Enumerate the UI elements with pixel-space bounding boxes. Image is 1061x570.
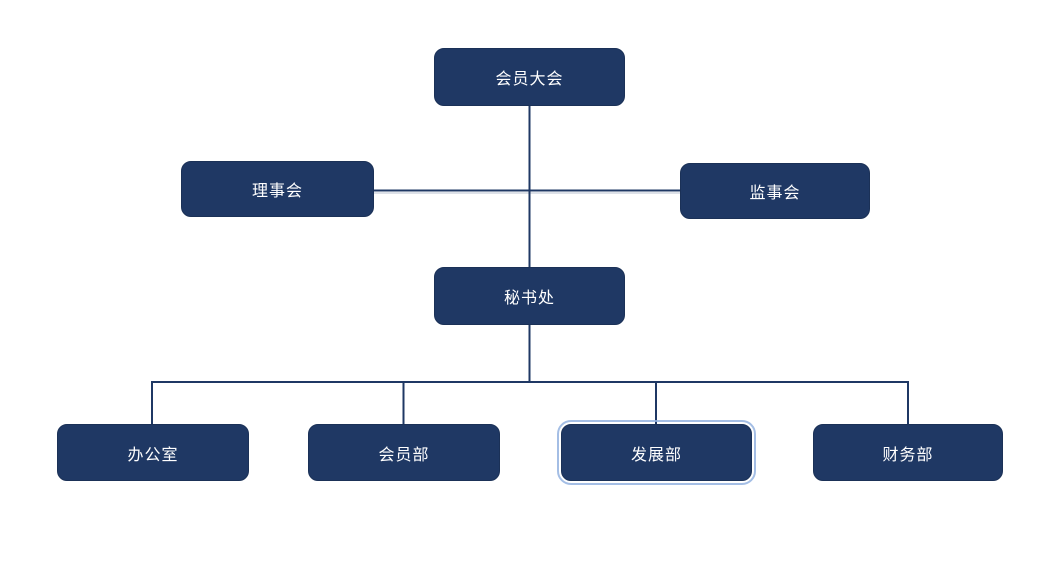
node-board-of-directors[interactable]: 理事会 <box>181 161 374 217</box>
node-membership-dept-label: 会员部 <box>378 446 430 464</box>
node-members-assembly[interactable]: 会员大会 <box>434 48 625 106</box>
node-office-label: 办公室 <box>127 446 179 464</box>
node-board-of-supervisors[interactable]: 监事会 <box>680 163 870 219</box>
node-secretariat-label: 秘书处 <box>503 290 555 307</box>
node-secretariat[interactable]: 秘书处 <box>434 267 625 325</box>
node-board-of-supervisors-label: 监事会 <box>749 185 801 202</box>
node-membership-dept[interactable]: 会员部 <box>308 424 500 481</box>
node-finance-dept-label: 财务部 <box>882 446 934 464</box>
node-development-dept[interactable]: 发展部 <box>557 420 756 485</box>
node-board-of-directors-label: 理事会 <box>251 183 303 200</box>
node-members-assembly-label: 会员大会 <box>495 71 564 88</box>
node-development-dept-label: 发展部 <box>630 446 682 464</box>
node-office[interactable]: 办公室 <box>57 424 249 481</box>
node-finance-dept[interactable]: 财务部 <box>813 424 1003 481</box>
